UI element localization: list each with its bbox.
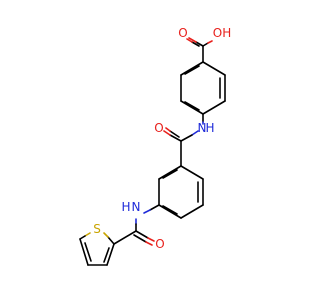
carboxylic-acid-group: O OH [178, 26, 231, 63]
amide2-nitrogen-label: N [132, 200, 141, 214]
amide2-oxygen-label: O [155, 237, 164, 251]
benzene-ring-middle [158, 165, 204, 219]
carbonyl-oxygen-label: O [178, 26, 187, 40]
amide1-nitrogen-label: N [198, 121, 207, 135]
amide-linker-1: H N O [154, 113, 215, 167]
hydroxyl-label: OH [213, 26, 231, 40]
amide1-hydrogen-label: H [205, 121, 214, 135]
molecule-structure: O OH H N O [79, 26, 231, 266]
benzene-ring-top [180, 61, 226, 115]
amide1-oxygen-label: O [154, 121, 163, 135]
amide-linker-2: H N O [113, 200, 165, 251]
thiophene-sulfur-label: S [93, 222, 101, 236]
thiophene-ring: S [79, 222, 115, 266]
amide2-hydrogen-label: H [121, 200, 130, 214]
